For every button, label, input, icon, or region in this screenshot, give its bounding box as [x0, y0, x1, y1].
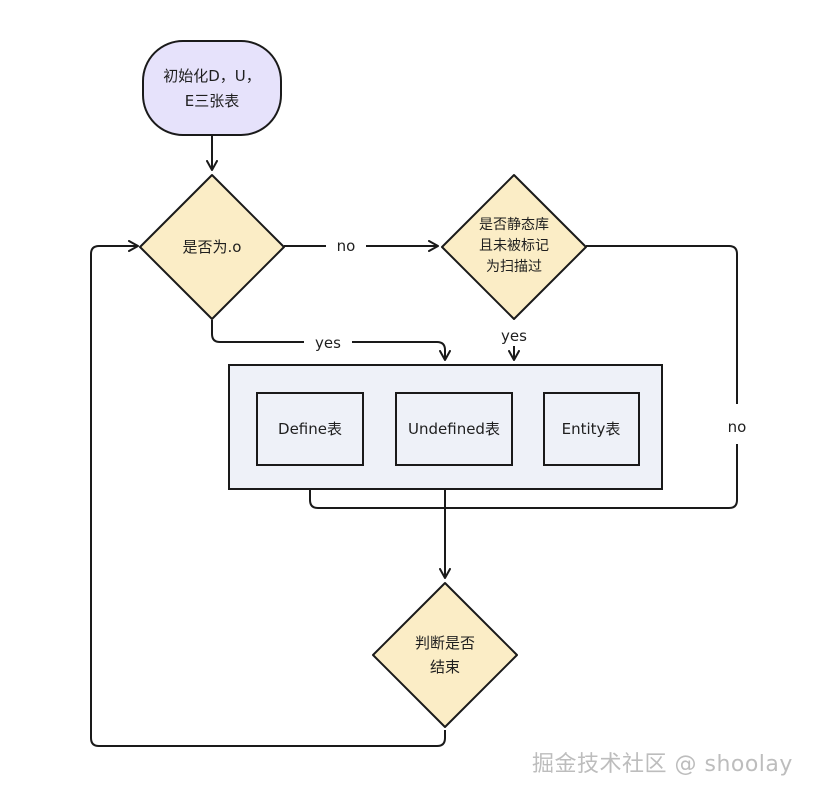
define-table-box: [256, 392, 364, 466]
edge-label-o-yes: yes: [315, 334, 341, 352]
start-node: [142, 40, 282, 136]
decision-is-finished-label-line-1: 判断是否: [415, 634, 475, 652]
decision-is-static-library-label-line-3: 为扫描过: [486, 259, 542, 275]
edge-o-to-tables-a: [211, 320, 304, 343]
edge-static-to-define-a: [586, 245, 738, 404]
undefined-table-label: Undefined表: [408, 420, 500, 438]
entity-table-box: [543, 392, 640, 466]
decision-is-finished-label-line-2: 结束: [430, 658, 460, 676]
decision-is-static-library-label-line-2: 且未被标记: [479, 238, 549, 254]
edge-label-static-yes: yes: [501, 327, 527, 345]
edge-end-loop-back: [90, 240, 446, 747]
edge-static-to-define-b: [304, 444, 738, 509]
undefined-table-box: [395, 392, 513, 466]
start-node-label-line-1: 初始化D，U，: [163, 67, 261, 85]
define-table-label: Define表: [278, 420, 342, 438]
decision-is-static-library-label-line-1: 是否静态库: [479, 217, 549, 233]
edge-label-o-no: no: [337, 237, 356, 255]
decision-is-static-library: [441, 174, 587, 320]
watermark: 掘金技术社区 @ shoolay: [532, 752, 793, 777]
decision-is-object-file: [139, 174, 285, 320]
entity-table-label: Entity表: [562, 420, 621, 438]
decision-is-finished: [372, 582, 518, 728]
start-node-label-line-2: E三张表: [185, 92, 239, 110]
edge-o-to-tables-b: [352, 341, 451, 361]
edge-label-static-no: no: [728, 418, 747, 436]
decision-is-object-file-label: 是否为.o: [183, 238, 242, 256]
edges: [90, 136, 738, 747]
